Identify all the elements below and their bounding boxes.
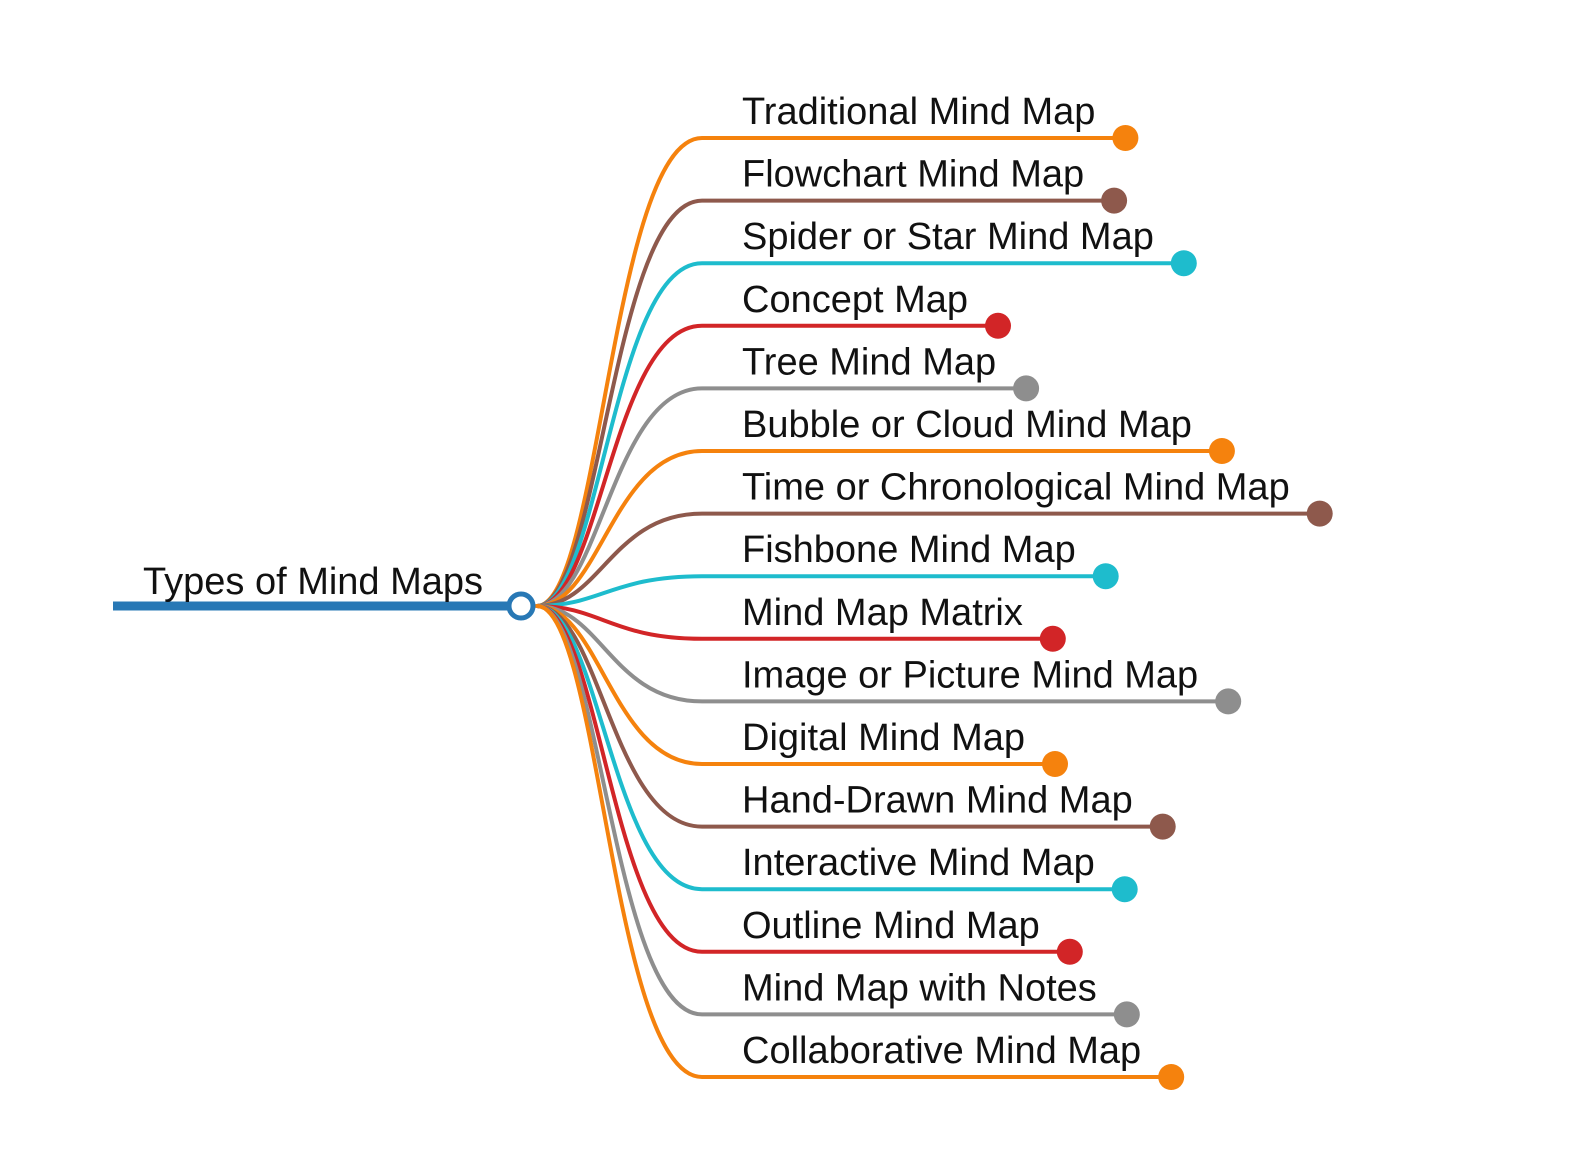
branch-link (535, 604, 1165, 829)
branch-link (535, 449, 1224, 608)
branch-label[interactable]: Mind Map Matrix (742, 592, 1023, 634)
branch-label[interactable]: Tree Mind Map (742, 341, 996, 383)
branch-endpoint-dot[interactable] (1112, 125, 1139, 151)
branch-endpoint-dot[interactable] (1111, 876, 1138, 903)
branch-endpoint-dot[interactable] (1158, 1064, 1185, 1090)
branch-endpoint-dot[interactable] (1101, 187, 1128, 214)
branch-link (535, 574, 1108, 608)
branch-endpoint-dot[interactable] (1208, 438, 1235, 464)
branch-endpoint-dot[interactable] (1306, 500, 1333, 527)
branch-endpoint-dot[interactable] (1092, 563, 1119, 590)
branch-label[interactable]: Outline Mind Map (742, 905, 1040, 947)
branch-endpoint-dot[interactable] (1149, 813, 1176, 840)
branch-label[interactable]: Hand-Drawn Mind Map (742, 780, 1133, 822)
branch-endpoint-dot[interactable] (985, 312, 1011, 339)
branch-label[interactable]: Flowchart Mind Map (742, 154, 1084, 196)
branch-endpoint-dot[interactable] (1215, 688, 1242, 715)
root-node-circle[interactable] (506, 591, 536, 621)
branch-link (535, 604, 1055, 641)
branch-links-layer (535, 136, 1322, 1079)
branch-endpoint-dot[interactable] (1113, 1001, 1140, 1028)
branch-label[interactable]: Image or Picture Mind Map (742, 654, 1198, 696)
root-label[interactable]: Types of Mind Maps (143, 561, 483, 603)
branch-label[interactable]: Collaborative Mind Map (742, 1030, 1141, 1072)
branch-label[interactable]: Fishbone Mind Map (742, 529, 1076, 571)
branch-label[interactable]: Time or Chronological Mind Map (742, 467, 1290, 509)
branch-endpoint-dot[interactable] (1056, 938, 1083, 965)
branch-label[interactable]: Bubble or Cloud Mind Map (742, 404, 1192, 446)
branch-label[interactable]: Interactive Mind Map (742, 842, 1095, 884)
branch-label[interactable]: Traditional Mind Map (742, 91, 1095, 133)
branch-link (535, 323, 1000, 608)
branch-link (535, 261, 1186, 608)
branch-endpoint-dot[interactable] (1170, 250, 1197, 277)
branch-label[interactable]: Mind Map with Notes (742, 967, 1097, 1009)
branch-label[interactable]: Digital Mind Map (742, 717, 1025, 759)
branch-label[interactable]: Concept Map (742, 279, 968, 321)
branch-link (535, 386, 1029, 608)
branch-endpoint-dot[interactable] (1039, 625, 1066, 652)
branch-endpoint-dot[interactable] (1042, 751, 1068, 777)
branch-endpoint-dot[interactable] (1013, 375, 1040, 402)
branch-link (535, 511, 1322, 608)
branch-link (535, 604, 1174, 1079)
branch-link (535, 604, 1057, 766)
branch-label[interactable]: Spider or Star Mind Map (742, 216, 1154, 258)
branch-link (535, 604, 1231, 704)
